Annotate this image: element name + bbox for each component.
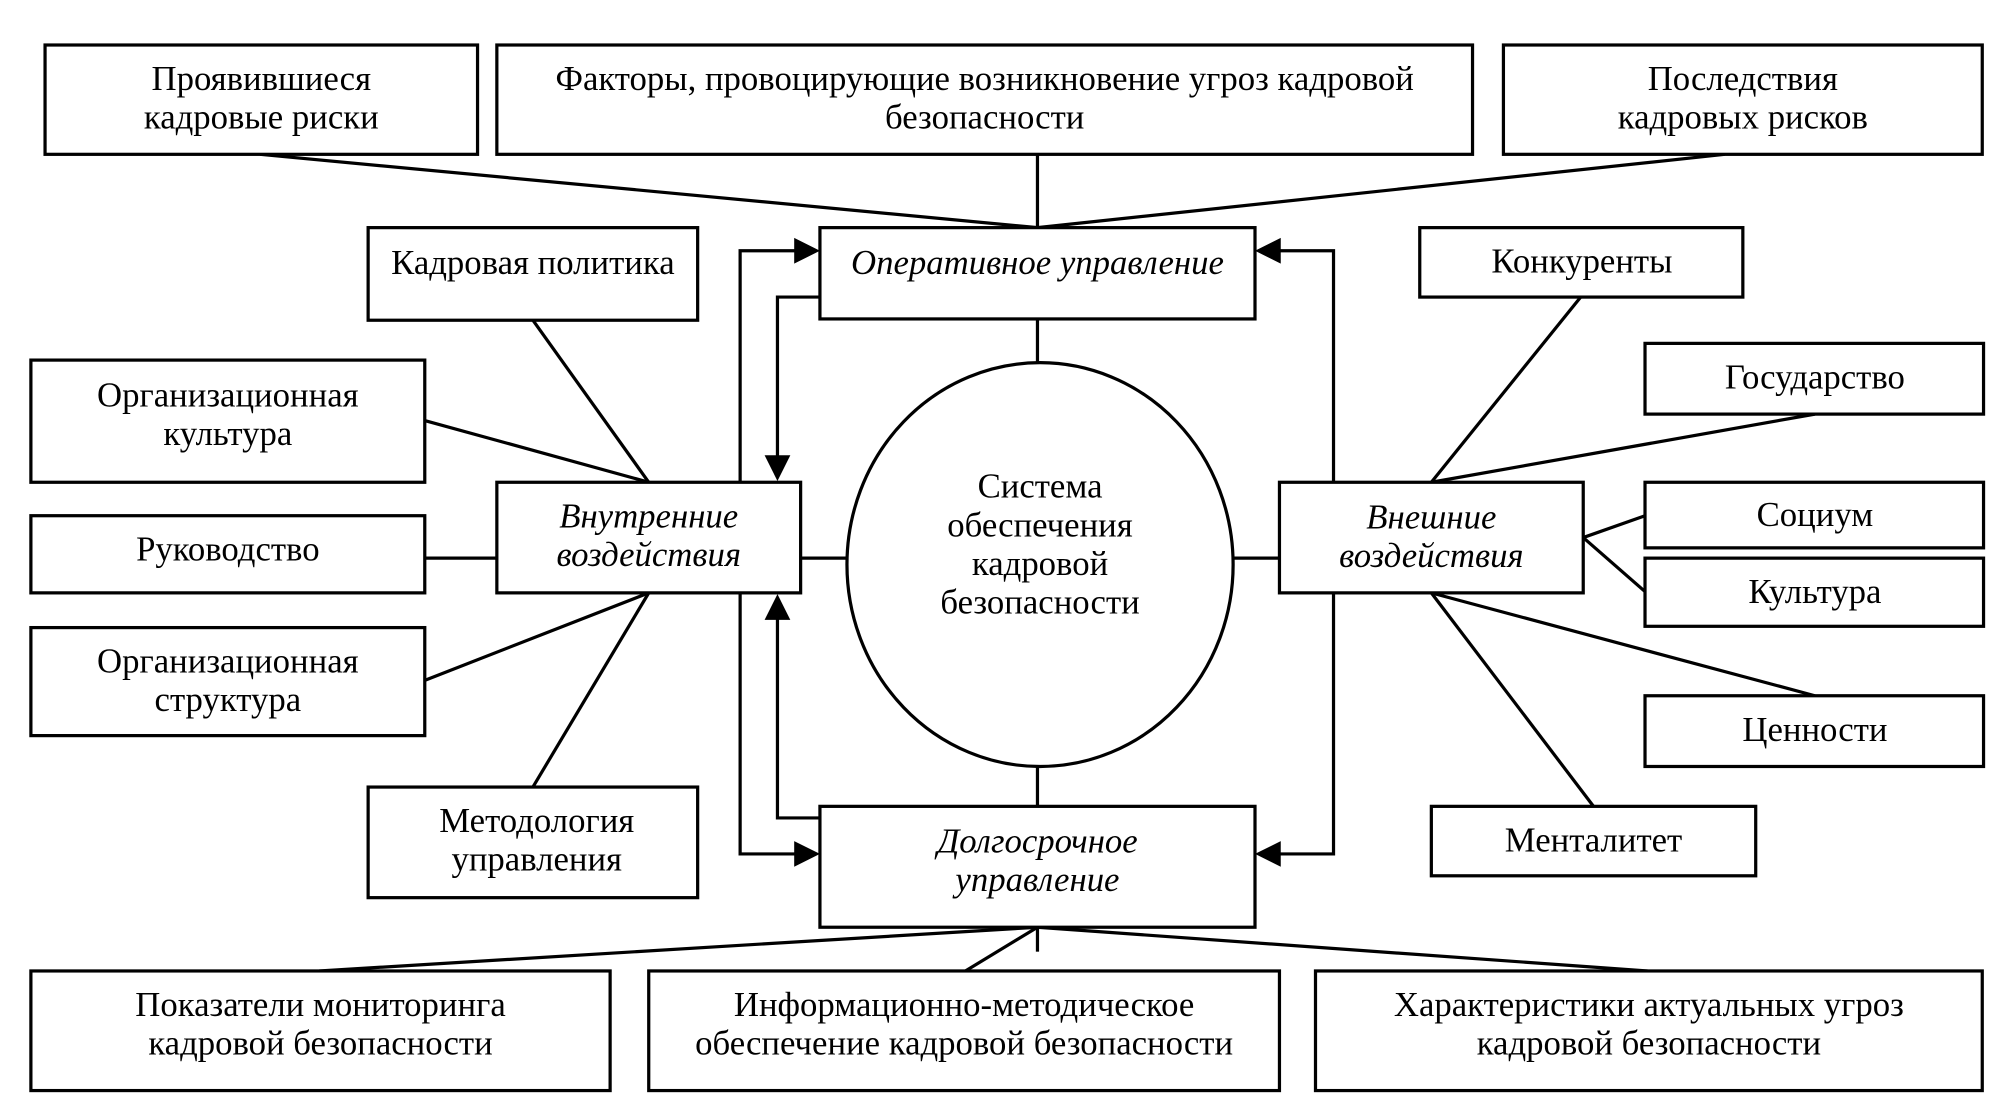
external-factor-socium: Социум bbox=[1643, 480, 1986, 550]
connector-mentalitet bbox=[1430, 591, 1595, 808]
internal-factor-label: Организационная bbox=[97, 642, 359, 681]
internal-factor-org-struktura: Организационная структура bbox=[29, 625, 427, 738]
arrow-to-longterm-right bbox=[1255, 841, 1281, 867]
connector-kadrovaya-politika bbox=[531, 319, 651, 484]
external-factor-gosudarstvo: Государство bbox=[1643, 341, 1986, 416]
loop-longterm-to-internal bbox=[775, 614, 820, 820]
hub-internal-line-2: воздействия bbox=[556, 535, 741, 574]
internal-factor-kadrovaya-politika: Кадровая политика bbox=[366, 226, 700, 322]
center-line-3: кадровой bbox=[972, 544, 1108, 583]
top-box-risks: Проявившиеся кадровые риски bbox=[43, 43, 480, 156]
internal-factor-label: управления bbox=[451, 840, 622, 879]
external-factor-label: Менталитет bbox=[1505, 820, 1682, 859]
hub-operational-label: Оперативное управление bbox=[851, 243, 1224, 282]
connector-org-kultura bbox=[424, 418, 650, 484]
hub-longterm-line-1: Долгосрочное bbox=[934, 822, 1138, 861]
arrow-to-operational-right bbox=[1255, 237, 1281, 264]
hub-external-line-2: воздействия bbox=[1339, 536, 1524, 575]
external-factor-label: Культура bbox=[1748, 572, 1881, 611]
loop-operational-to-internal bbox=[775, 295, 820, 461]
connector-top-right bbox=[1037, 152, 1725, 230]
external-factor-kultura: Культура bbox=[1643, 556, 1986, 628]
bottom-box-info-line-2: обеспечение кадровой безопасности bbox=[695, 1024, 1233, 1063]
bottom-box-threats-line-2: кадровой безопасности bbox=[1477, 1024, 1821, 1063]
loop-internal-to-operational bbox=[738, 249, 801, 483]
external-factor-mentalitet: Менталитет bbox=[1429, 804, 1758, 878]
center-line-4: безопасности bbox=[940, 582, 1139, 621]
hub-external-line-1: Внешние bbox=[1366, 498, 1496, 537]
bottom-box-threats-line-1: Характеристики актуальных угроз bbox=[1394, 985, 1904, 1024]
internal-factor-org-kultura: Организационная культура bbox=[29, 358, 427, 484]
internal-factor-label: Руководство bbox=[136, 530, 320, 569]
bottom-box-info: Информационно-методическое обеспечение к… bbox=[647, 969, 1282, 1093]
top-box-factors: Факторы, провоцирующие возникновение угр… bbox=[495, 43, 1475, 156]
hub-internal-line-1: Внутренние bbox=[559, 496, 738, 535]
top-box-consequences-line-2: кадровых рисков bbox=[1618, 98, 1868, 137]
loop-external-to-operational bbox=[1274, 249, 1336, 483]
connectors bbox=[259, 152, 1816, 973]
arrow-to-operational-left bbox=[794, 237, 820, 264]
center-line-2: обеспечения bbox=[947, 505, 1132, 544]
external-factor-label: Социум bbox=[1757, 495, 1874, 534]
connector-org-struktura bbox=[424, 591, 650, 682]
connector-top-left bbox=[259, 152, 1038, 230]
internal-factor-label: культура bbox=[163, 414, 292, 453]
connector-kultura bbox=[1582, 536, 1647, 593]
internal-factor-metodologiya: Методология управления bbox=[366, 785, 700, 900]
internal-factor-label: Организационная bbox=[97, 375, 359, 414]
loop-internal-to-longterm bbox=[738, 592, 801, 856]
top-box-factors-line-1: Факторы, провоцирующие возникновение угр… bbox=[556, 59, 1414, 98]
connector-cennosti bbox=[1430, 591, 1816, 698]
connector-metodologiya bbox=[531, 592, 651, 788]
connector-bottom-left bbox=[319, 925, 1038, 973]
bottom-box-threats: Характеристики актуальных угроз кадровой… bbox=[1313, 969, 1984, 1093]
internal-factor-label: Методология bbox=[439, 801, 634, 840]
bottom-box-monitoring-line-2: кадровой безопасности bbox=[148, 1024, 492, 1063]
connector-konkurenty bbox=[1430, 296, 1582, 484]
hub-longterm-line-2: управление bbox=[952, 860, 1119, 899]
bottom-box-info-line-1: Информационно-методическое bbox=[734, 985, 1194, 1024]
arrow-to-internal-bottom bbox=[764, 594, 791, 620]
internal-factor-label: структура bbox=[155, 680, 302, 719]
external-factor-label: Государство bbox=[1725, 357, 1905, 396]
hub-longterm: Долгосрочное управление bbox=[818, 804, 1257, 929]
arrow-to-internal-top bbox=[764, 455, 791, 481]
bottom-box-monitoring-line-1: Показатели мониторинга bbox=[135, 985, 505, 1024]
connector-socium bbox=[1582, 514, 1646, 540]
center-system: Система обеспечения кадровой безопасност… bbox=[845, 361, 1235, 769]
external-factor-label: Конкуренты bbox=[1491, 242, 1672, 281]
top-box-consequences-line-1: Последствия bbox=[1648, 59, 1838, 98]
connector-bottom-center bbox=[964, 925, 1039, 973]
hub-operational: Оперативное управление bbox=[818, 226, 1257, 321]
internal-factor-rukovodstvo: Руководство bbox=[29, 514, 427, 595]
loop-external-to-longterm bbox=[1274, 592, 1336, 856]
external-factor-cennosti: Ценности bbox=[1643, 694, 1986, 769]
external-factor-konkurenty: Конкуренты bbox=[1418, 226, 1745, 299]
connector-gosudarstvo bbox=[1431, 412, 1816, 484]
top-box-factors-line-2: безопасности bbox=[885, 98, 1084, 137]
top-box-risks-line-2: кадровые риски bbox=[144, 98, 379, 137]
external-factor-label: Ценности bbox=[1742, 710, 1887, 749]
internal-factor-label: Кадровая политика bbox=[391, 243, 675, 282]
hub-internal: Внутренние воздействия bbox=[495, 480, 803, 595]
bottom-box-monitoring: Показатели мониторинга кадровой безопасн… bbox=[29, 969, 612, 1093]
arrow-to-longterm-left bbox=[794, 841, 820, 867]
connector-bottom-right bbox=[1037, 925, 1648, 973]
hub-external: Внешние воздействия bbox=[1277, 480, 1585, 595]
top-box-risks-line-1: Проявившиеся bbox=[152, 59, 372, 98]
top-box-consequences: Последствия кадровых рисков bbox=[1501, 43, 1984, 156]
center-line-1: Система bbox=[978, 467, 1103, 506]
